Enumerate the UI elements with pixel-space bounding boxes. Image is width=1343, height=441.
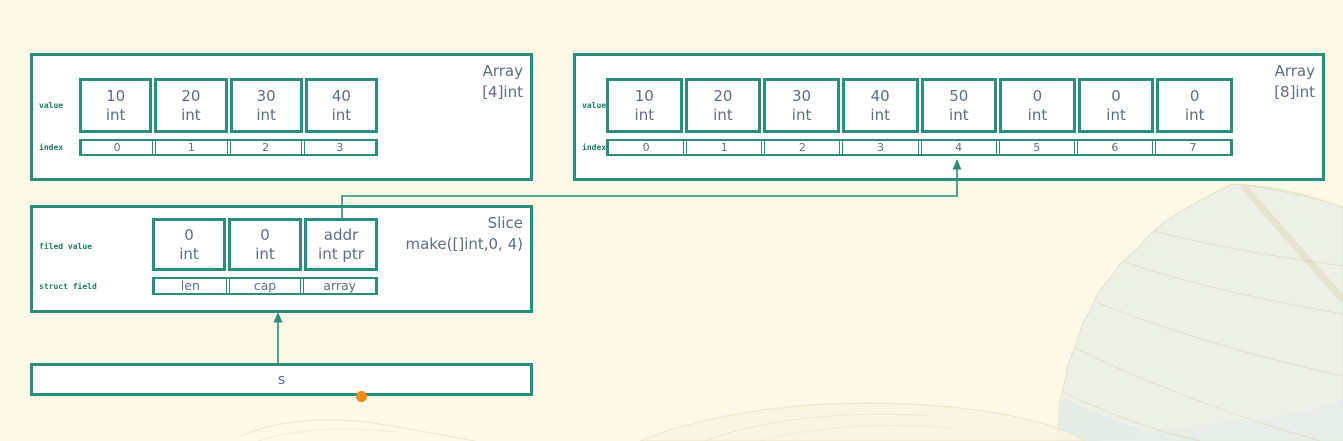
array8-value-row-label: value [582,101,607,110]
array8-box: Array [8]int value index 10 int 20 int 3… [573,53,1325,181]
array4-cell-1: 20 int [154,78,228,133]
struct-field-cap: cap [228,279,302,293]
array8-title: Array [8]int [1274,61,1315,103]
struct-field-len: len [154,279,227,293]
s-to-slice-arrow [273,312,283,363]
cell-value: 50 [949,86,969,105]
cell-value: 0 [1111,86,1121,105]
array8-cell-6: 0 int [1077,78,1155,133]
cell-type: int [256,105,276,124]
cell-value: addr [323,225,359,244]
slice-struct-field-row: len cap array [152,277,378,295]
array8-title-line1: Array [1274,62,1315,80]
array8-index-4: 4 [920,141,997,154]
cell-type: int [255,244,275,263]
cell-type: int [179,244,199,263]
cell-type: int [1027,105,1048,124]
array4-cell-3: 40 int [304,78,378,133]
array8-cell-2: 30 int [763,78,840,133]
array4-index-0: 0 [81,141,154,154]
slice-value-row: 0 int 0 int addr int ptr [152,218,378,271]
array8-cell-7: 0 int [1156,78,1233,133]
cell-value: 30 [256,86,276,105]
cell-value: 0 [1189,86,1200,105]
cell-type: int [791,105,812,124]
slice-cell-cap: 0 int [228,218,302,271]
cell-type: int [1106,105,1126,124]
array8-cell-3: 40 int [841,78,919,133]
array4-title-line2: [4]int [482,83,523,101]
slice-field-value-label: filed value [39,242,92,251]
slice-title-line1: Slice [487,214,523,232]
array4-title-line1: Array [482,62,523,80]
cell-value: 20 [713,86,733,105]
slice-cell-len: 0 int [152,218,226,271]
cell-type: int [634,105,655,124]
cell-type: int [713,105,733,124]
array8-cell-1: 20 int [684,78,762,133]
array4-value-row: 10 int 20 int 30 int 40 int [79,78,378,133]
cell-type: int [1184,105,1205,124]
array4-value-row-label: value [39,101,64,110]
array8-index-5: 5 [998,141,1075,154]
array8-cell-0: 10 int [606,78,683,133]
array4-index-1: 1 [155,141,228,154]
slice-title: Slice make([]int,0, 4) [405,213,523,255]
slice-title-line2: make([]int,0, 4) [405,235,523,253]
cell-value: 20 [181,86,201,105]
array8-index-2: 2 [764,141,841,154]
array8-index-row-label: index [582,143,607,152]
slice-struct-field-label: struct field [39,282,97,291]
slice-box: Slice make([]int,0, 4) filed value struc… [30,205,533,313]
array4-index-3: 3 [303,141,376,154]
array8-index-7: 7 [1154,141,1231,154]
array4-index-row: 0 1 2 3 [79,139,378,156]
array4-cell-0: 10 int [79,78,153,133]
cell-type: int [870,105,890,124]
array8-index-row: 0 1 2 3 4 5 6 7 [606,139,1233,156]
variable-s-label: s [277,371,286,388]
cell-value: 30 [792,86,812,105]
array8-title-line2: [8]int [1274,83,1315,101]
cell-type: int [181,105,201,124]
cell-value: 0 [184,225,194,244]
array8-index-3: 3 [842,141,919,154]
cell-type: int [331,105,352,124]
array4-title: Array [4]int [482,61,523,103]
array8-cell-4: 50 int [920,78,998,133]
cell-type: int ptr [318,244,364,263]
array4-index-2: 2 [229,141,302,154]
cell-value: 0 [260,225,270,244]
array8-index-1: 1 [686,141,763,154]
cell-type: int [105,105,126,124]
array4-cell-2: 30 int [229,78,303,133]
array4-box: Array [4]int value index 10 int 20 int 3… [30,53,533,181]
array8-cell-5: 0 int [999,78,1076,133]
cell-value: 10 [634,86,654,105]
slice-cell-array-ptr: addr int ptr [304,218,378,271]
array8-value-row: 10 int 20 int 30 int 40 int 50 int 0 int… [606,78,1233,133]
cell-value: 40 [331,86,351,105]
cell-value: 10 [106,86,126,105]
array8-index-0: 0 [608,141,685,154]
cell-type: int [949,105,969,124]
array4-index-row-label: index [39,143,64,152]
variable-s-box: s [30,363,533,396]
cell-value: 40 [870,86,890,105]
array8-index-6: 6 [1076,141,1153,154]
struct-field-array: array [303,279,377,293]
cell-value: 0 [1032,86,1043,105]
connection-point-handle[interactable] [356,391,367,402]
